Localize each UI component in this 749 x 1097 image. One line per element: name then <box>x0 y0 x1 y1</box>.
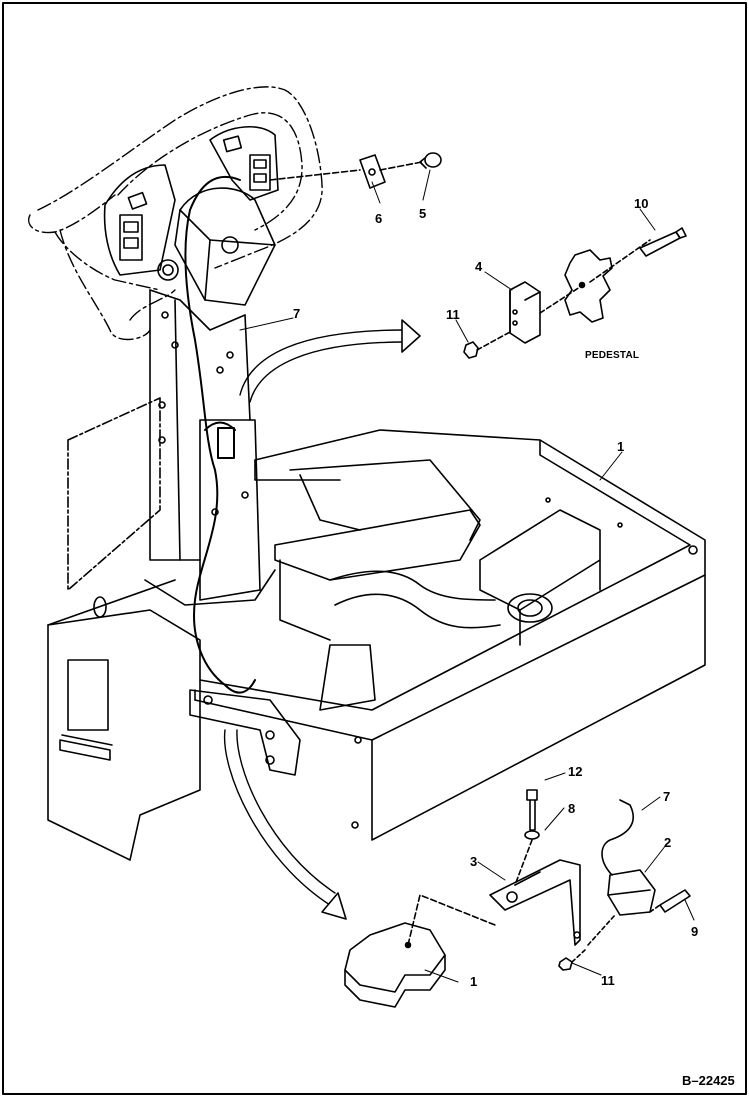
callout-7-lead: 7 <box>663 789 671 804</box>
sensor-module <box>509 281 541 344</box>
nut-11-top <box>463 341 479 359</box>
callout-11-nut-bottom: 11 <box>601 973 615 988</box>
callout-8-washer: 8 <box>568 801 576 816</box>
dash-panel <box>103 125 279 281</box>
bracket-3 <box>489 859 581 946</box>
pedestal-column <box>144 187 276 606</box>
leader-lines <box>239 169 695 983</box>
callout-2-switch: 2 <box>664 835 672 850</box>
plug-and-clip <box>269 152 442 189</box>
nut-11-bottom <box>558 957 573 971</box>
callout-4-module: 4 <box>475 259 483 274</box>
callout-10-bolt: 10 <box>634 196 649 211</box>
left-side-panel <box>47 397 201 861</box>
bolt-12-head <box>526 789 538 801</box>
clip-6 <box>359 154 386 189</box>
battery-compartment <box>194 429 706 841</box>
right-switch-cluster <box>249 154 271 191</box>
callout-6-clip: 6 <box>375 211 383 226</box>
callout-3-bracket: 3 <box>470 854 478 869</box>
callout-11-nut-top: 11 <box>446 307 460 322</box>
pedestal-bracket-group <box>463 227 687 359</box>
bolt-10 <box>639 231 681 257</box>
callout-9-screw: 9 <box>691 924 699 939</box>
mount-bracket-assembly <box>489 789 691 971</box>
pedestal-label: PEDESTAL <box>585 350 640 361</box>
harness-connector <box>217 427 235 459</box>
callout-5-plug: 5 <box>419 206 427 221</box>
pad-item-1 <box>344 894 496 1008</box>
exploded-view-arrows <box>223 319 421 920</box>
operator-handle-phantom <box>28 86 323 341</box>
rear-bracket <box>189 689 301 776</box>
figure-reference-number: B–22425 <box>682 1073 735 1088</box>
callout-1-battery-box: 1 <box>617 439 625 454</box>
washer-8 <box>524 830 540 840</box>
switch-lead-7 <box>601 799 634 876</box>
callout-1-pad: 1 <box>470 974 478 989</box>
callout-7-harness: 7 <box>293 306 301 321</box>
left-switch-cluster <box>119 214 143 261</box>
screw-9 <box>659 889 691 913</box>
wire-harness <box>184 175 256 694</box>
pedestal-plate <box>564 249 613 323</box>
plug-5 <box>424 152 442 168</box>
key-switch <box>157 259 179 281</box>
callout-12-bolt: 12 <box>568 764 583 779</box>
